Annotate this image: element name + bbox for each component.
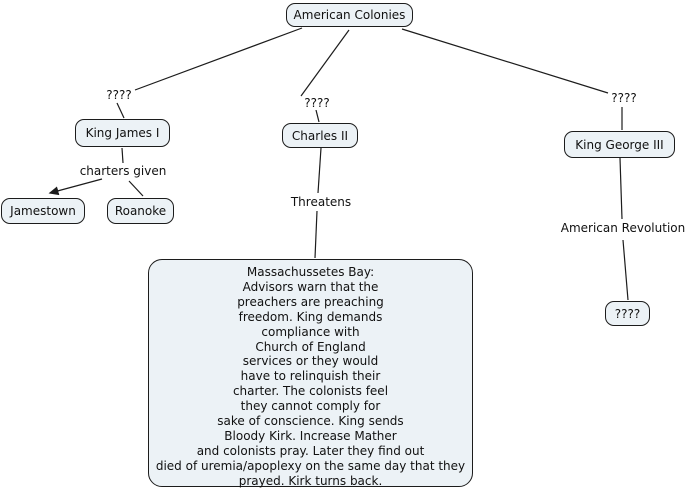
node-unknown-outcome[interactable]: ???? bbox=[605, 301, 650, 326]
node-king-george-iii[interactable]: King George III bbox=[564, 131, 675, 158]
node-charles-ii[interactable]: Charles II bbox=[282, 123, 358, 148]
edge-colonies-to-george-label bbox=[401, 28, 609, 94]
edge-label-threatens[interactable]: Threatens bbox=[289, 195, 353, 209]
edge-label-george-question[interactable]: ???? bbox=[610, 91, 638, 105]
edge-revolution-to-unknown bbox=[622, 239, 629, 301]
node-king-james-i[interactable]: King James I bbox=[75, 119, 170, 147]
node-jamestown[interactable]: Jamestown bbox=[1, 198, 85, 224]
edge-label-charles-question[interactable]: ???? bbox=[303, 96, 331, 110]
edge-charles-label-to-charles bbox=[315, 109, 320, 123]
edge-label-charters-given[interactable]: charters given bbox=[78, 164, 168, 178]
edge-king-james-to-charters bbox=[121, 147, 124, 164]
edge-label-american-revolution[interactable]: American Revolution bbox=[559, 221, 687, 235]
edge-colonies-to-james-label bbox=[134, 27, 303, 91]
edge-colonies-to-charles-label bbox=[300, 29, 350, 97]
node-roanoke[interactable]: Roanoke bbox=[107, 198, 174, 224]
edge-charles-to-threatens bbox=[317, 147, 322, 194]
edge-james-label-to-king-james bbox=[116, 102, 125, 119]
node-american-colonies[interactable]: American Colonies bbox=[286, 3, 413, 27]
edge-label-james-question[interactable]: ???? bbox=[105, 88, 133, 102]
edge-charters-to-jamestown-arrow bbox=[48, 178, 103, 196]
edge-charters-to-roanoke bbox=[128, 180, 144, 197]
edge-king-george-to-revolution bbox=[619, 157, 623, 220]
edge-threatens-to-mass-bay bbox=[314, 210, 318, 259]
node-massachusetts-bay[interactable]: Massachussetes Bay: Advisors warn that t… bbox=[148, 259, 473, 488]
